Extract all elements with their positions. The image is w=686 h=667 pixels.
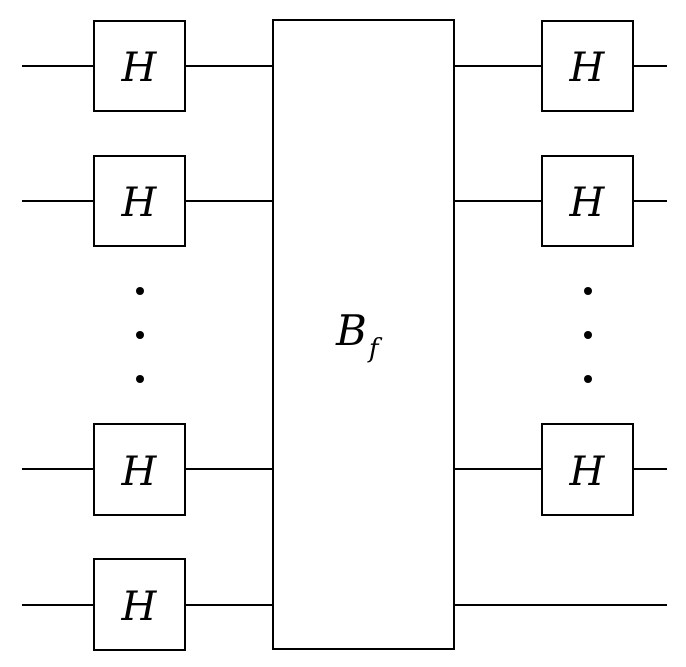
gate-box (93, 155, 186, 247)
gate-box (93, 423, 186, 516)
hadamard-gate-left-ancilla: H (93, 558, 186, 651)
hadamard-gate-right-2: H (541, 155, 634, 247)
hadamard-gate-left-1: H (93, 20, 186, 112)
gate-box (541, 20, 634, 112)
gate-box (541, 423, 634, 516)
right-hadamard-column: H H H (541, 20, 634, 516)
gate-box (93, 20, 186, 112)
gate-label: H (569, 45, 606, 91)
dot (136, 287, 144, 295)
oracle-box (272, 19, 455, 650)
oracle-main: B (335, 306, 367, 355)
hadamard-gate-right-n: H (541, 423, 634, 516)
input-wires (22, 65, 273, 606)
gate-box (93, 558, 186, 651)
ellipsis-dots-left (136, 287, 144, 383)
ellipsis-dots-right (584, 287, 592, 383)
dot (584, 331, 592, 339)
dot (584, 287, 592, 295)
gate-box (541, 155, 634, 247)
gate-label: H (569, 449, 606, 495)
gate-label: H (121, 180, 158, 226)
output-wires (454, 65, 667, 606)
gate-label: H (121, 584, 158, 630)
hadamard-gate-left-2: H (93, 155, 186, 247)
oracle-gate: Bf (272, 19, 455, 650)
hadamard-gate-right-1: H (541, 20, 634, 112)
dot (584, 375, 592, 383)
dot (136, 375, 144, 383)
gate-label: H (569, 180, 606, 226)
hadamard-gate-left-n: H (93, 423, 186, 516)
gate-label: H (121, 45, 158, 91)
gate-label: H (121, 449, 158, 495)
dot (136, 331, 144, 339)
left-hadamard-column: H H H H (93, 20, 186, 651)
